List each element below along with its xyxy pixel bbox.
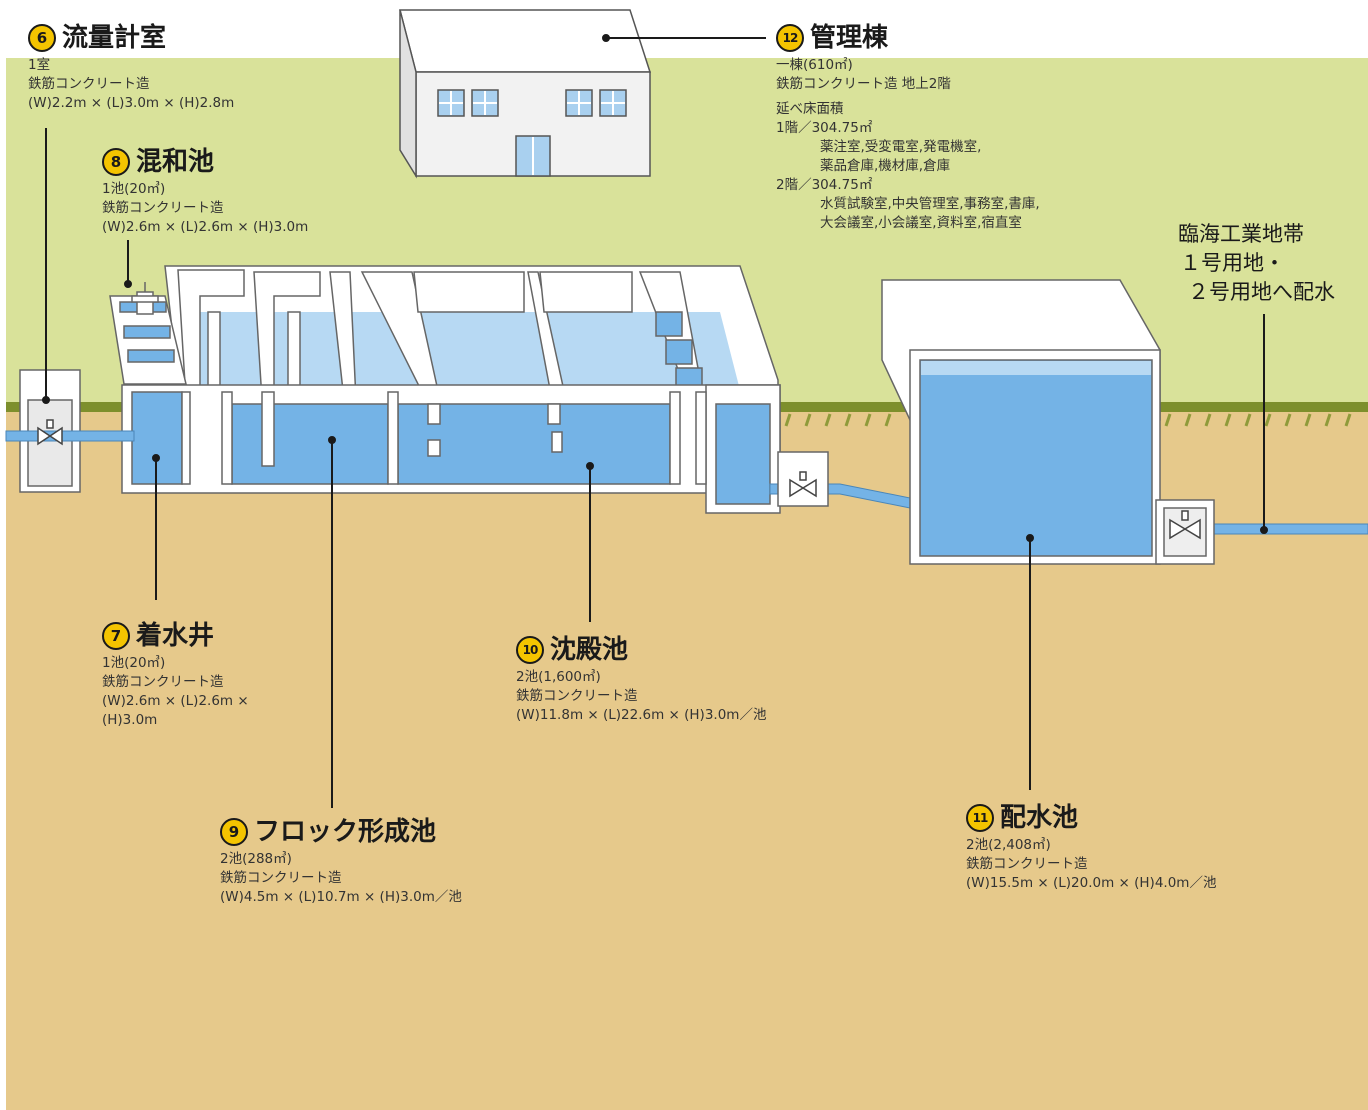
label-line: (W)2.6m × (L)2.6m ×	[102, 693, 249, 709]
mixer-icon	[131, 282, 159, 315]
label-title: 沈殿池	[550, 635, 629, 665]
number-badge: 11	[966, 804, 994, 832]
destination-line: １号用地・	[1180, 251, 1285, 275]
grass-texture	[784, 413, 1352, 427]
label-distribution-reservoir: 11 配水池 2池(2,408㎥) 鉄筋コンクリート造 (W)15.5m × (…	[966, 802, 1216, 893]
label-title: 配水池	[1000, 803, 1079, 833]
label-sedimentation-basin: 10 沈殿池 2池(1,600㎥) 鉄筋コンクリート造 (W)11.8m × (…	[516, 634, 766, 725]
cross-section	[121, 384, 781, 514]
label-line: 鉄筋コンクリート造	[102, 200, 224, 216]
admin-building-icon	[399, 9, 652, 179]
label-title: 混和池	[136, 147, 215, 177]
floor1-rooms: 薬品倉庫,機材庫,倉庫	[820, 158, 951, 174]
label-line: 鉄筋コンクリート造	[220, 870, 342, 886]
distribution-reservoir	[881, 279, 1161, 565]
floor1-rooms: 薬注室,受変電室,発電機室,	[820, 139, 982, 155]
label-line: 一棟(610㎡)	[776, 57, 853, 73]
number-badge: 7	[102, 622, 130, 650]
label-admin-building: 12 管理棟 一棟(610㎡) 鉄筋コンクリート造 地上2階 延べ床面積 1階／…	[776, 22, 1040, 233]
label-line: (W)2.6m × (L)2.6m × (H)3.0m	[102, 219, 309, 235]
number-badge: 6	[28, 24, 56, 52]
label-title: 着水井	[136, 621, 215, 651]
label-line: 1室	[28, 57, 51, 73]
label-line: 鉄筋コンクリート造	[516, 688, 638, 704]
label-line: 鉄筋コンクリート造 地上2階	[776, 76, 951, 92]
label-title: フロック形成池	[254, 817, 437, 847]
destination-line: 臨海工業地帯	[1178, 222, 1304, 246]
floor1-area: 1階／304.75㎡	[776, 120, 873, 136]
destination-label: 臨海工業地帯 １号用地・ ２号用地へ配水	[1178, 220, 1335, 307]
label-title: 管理棟	[810, 23, 889, 53]
label-line: 延べ床面積	[776, 101, 844, 117]
mixing-basin-top	[109, 282, 187, 385]
label-line: 1池(20㎥)	[102, 181, 166, 197]
label-line: (W)4.5m × (L)10.7m × (H)3.0m／池	[220, 889, 462, 905]
floor2-rooms: 水質試験室,中央管理室,事務室,書庫,	[820, 196, 1040, 212]
label-line: 2池(288㎥)	[220, 851, 292, 867]
floor2-rooms: 大会議室,小会議室,資料室,宿直室	[820, 215, 1022, 231]
label-receiving-well: 7 着水井 1池(20㎥) 鉄筋コンクリート造 (W)2.6m × (L)2.6…	[102, 620, 249, 730]
label-line: 1池(20㎥)	[102, 655, 166, 671]
label-line: 2池(2,408㎥)	[966, 837, 1051, 853]
label-line: 鉄筋コンクリート造	[28, 76, 150, 92]
leader-lines	[42, 34, 1268, 808]
valve-icon	[37, 419, 1201, 540]
label-line: (W)11.8m × (L)22.6m × (H)3.0m／池	[516, 707, 767, 723]
label-line: (W)2.2m × (L)3.0m × (H)2.8m	[28, 95, 235, 111]
floor2-area: 2階／304.75㎡	[776, 177, 873, 193]
number-badge: 12	[776, 24, 804, 52]
number-badge: 10	[516, 636, 544, 664]
label-title: 流量計室	[62, 23, 167, 53]
label-line: (H)3.0m	[102, 712, 158, 728]
number-badge: 8	[102, 148, 130, 176]
number-badge: 9	[220, 818, 248, 846]
treatment-structure	[164, 265, 779, 403]
label-floc-basin: 9 フロック形成池 2池(288㎥) 鉄筋コンクリート造 (W)4.5m × (…	[220, 816, 462, 907]
label-flowmeter: 6 流量計室 1室 鉄筋コンクリート造 (W)2.2m × (L)3.0m × …	[28, 22, 234, 113]
label-line: 2池(1,600㎥)	[516, 669, 601, 685]
label-mixing-basin: 8 混和池 1池(20㎥) 鉄筋コンクリート造 (W)2.6m × (L)2.6…	[102, 146, 308, 237]
label-line: 鉄筋コンクリート造	[102, 674, 224, 690]
destination-line: ２号用地へ配水	[1188, 280, 1335, 304]
label-line: (W)15.5m × (L)20.0m × (H)4.0m／池	[966, 875, 1217, 891]
label-line: 鉄筋コンクリート造	[966, 856, 1088, 872]
